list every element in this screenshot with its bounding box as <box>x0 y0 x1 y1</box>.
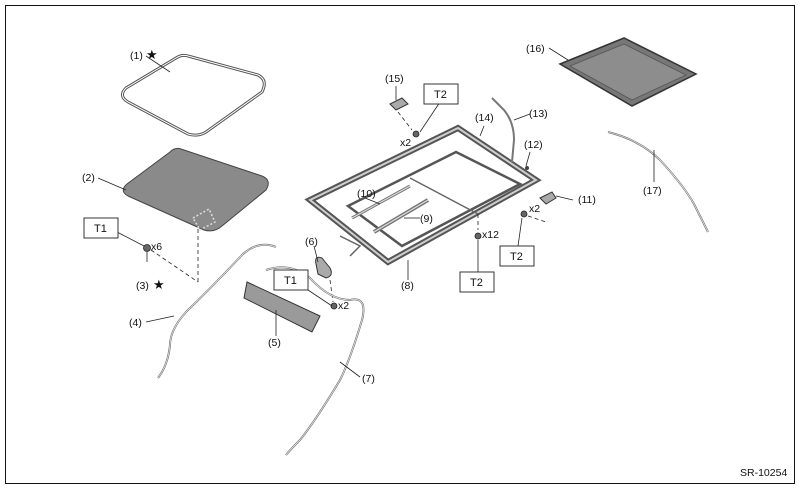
svg-text:T2: T2 <box>434 89 447 101</box>
callout-5: (5) <box>268 337 281 349</box>
part-11-bracket <box>520 191 557 223</box>
part-17-drain-hose <box>607 131 709 233</box>
quantity-x2-bracket-15: x2 <box>400 137 411 149</box>
svg-text:T1: T1 <box>284 275 297 287</box>
part-2-glass-panel <box>122 147 269 232</box>
star-mark-1: ★ <box>146 47 158 62</box>
part-3-bolt <box>143 226 199 283</box>
torque-box-t1-left: T1 <box>83 217 119 239</box>
callout-11: (11) <box>578 194 596 206</box>
callout-16: (16) <box>526 43 545 55</box>
svg-text:T2: T2 <box>510 251 523 263</box>
callout-9: (9) <box>420 213 433 225</box>
callout-13: (13) <box>529 108 548 120</box>
callout-3: (3) <box>136 280 149 292</box>
part-6-bracket <box>315 256 338 310</box>
torque-box-t2-right: T2 <box>499 245 535 267</box>
quantity-x6: x6 <box>151 241 162 253</box>
part-12-fitting <box>525 166 529 170</box>
frame-bolt <box>474 232 482 240</box>
part-9-rail <box>372 198 430 234</box>
callout-17: (17) <box>643 185 662 197</box>
callout-2: (2) <box>82 172 95 184</box>
callout-4: (4) <box>129 317 142 329</box>
torque-box-t2-bottom: T2 <box>459 271 495 293</box>
part-8-sunroof-frame <box>304 124 542 266</box>
torque-box-t1-center: T1 <box>273 269 309 291</box>
star-mark-3: ★ <box>153 277 165 292</box>
callout-7: (7) <box>362 373 375 385</box>
callout-15: (15) <box>385 73 404 85</box>
quantity-x12: x12 <box>482 229 499 241</box>
part-5-deflector <box>243 281 321 333</box>
part-16-sunshade <box>558 37 698 107</box>
callout-12: (12) <box>524 139 543 151</box>
callout-8: (8) <box>401 280 414 292</box>
part-4-drain-hose <box>157 243 277 379</box>
leader-lines <box>97 47 655 378</box>
part-15-bracket <box>389 97 420 138</box>
diagram-frame <box>5 5 795 484</box>
quantity-x2-bracket-6: x2 <box>338 300 349 312</box>
quantity-x2-bracket-11: x2 <box>529 203 540 215</box>
part-13-hose <box>491 97 516 163</box>
callout-6: (6) <box>305 236 318 248</box>
svg-text:T1: T1 <box>94 223 107 235</box>
part-7-drain-hose <box>265 266 365 456</box>
callout-10: (10) <box>357 188 376 200</box>
torque-box-t2-top: T2 <box>423 83 459 105</box>
part-10-rail <box>351 184 411 220</box>
callout-14: (14) <box>475 112 494 124</box>
svg-text:T2: T2 <box>470 277 483 289</box>
part-1-glass-seal <box>121 53 266 137</box>
figure-reference-code: SR-10254 <box>740 467 787 479</box>
callout-1: (1) <box>130 50 143 62</box>
